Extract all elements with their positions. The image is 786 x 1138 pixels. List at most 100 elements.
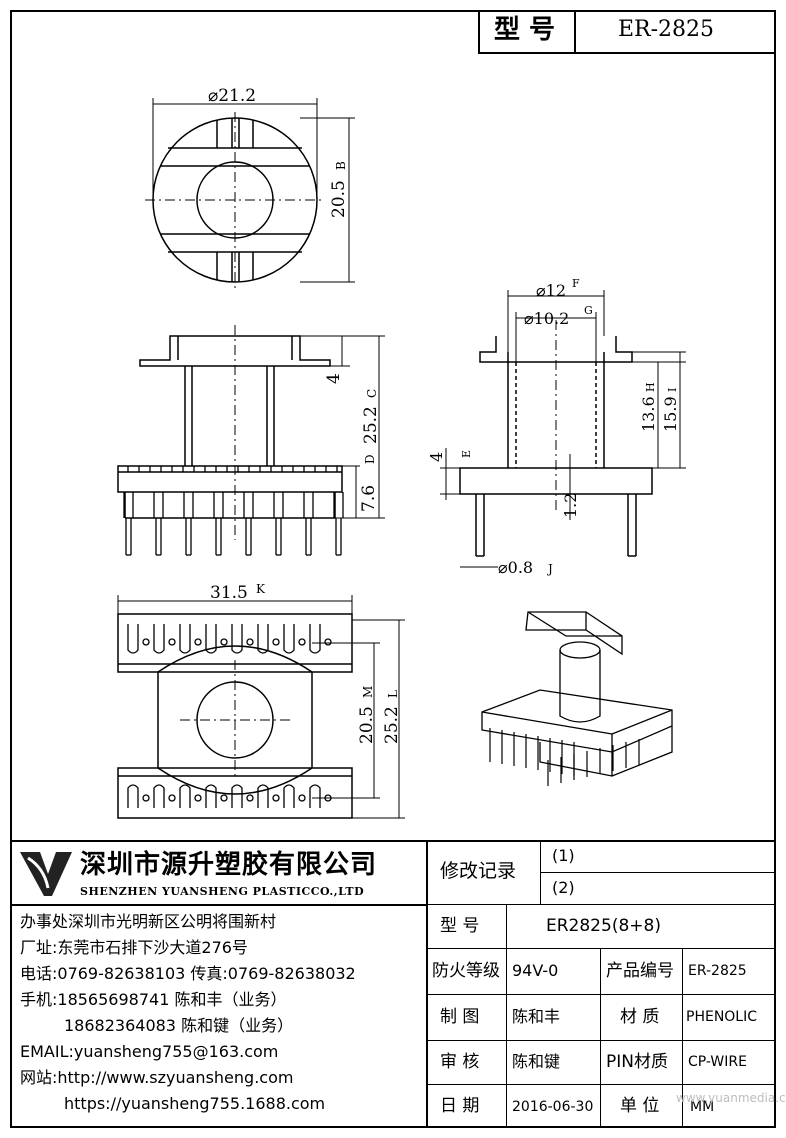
slot-bottom: [231, 784, 243, 808]
dim-sec-d2: ⌀10.2: [524, 309, 569, 328]
slot-top: [257, 624, 269, 654]
dim-side-h2: 25.2: [361, 406, 381, 444]
pin-hole-bottom: [194, 794, 202, 802]
website-1[interactable]: 网站:http://www.szyuansheng.com: [20, 1068, 294, 1087]
pin-hole-bottom: [220, 794, 228, 802]
pin-hole-bottom: [142, 794, 150, 802]
dim-sec-h4: 1.2: [561, 493, 580, 518]
company-name-cn: 深圳市源升塑胶有限公司: [80, 850, 378, 880]
dim-top-dia: ⌀21.2: [208, 86, 256, 106]
pin-hole-bottom: [324, 794, 332, 802]
slot-top: [153, 624, 165, 654]
table-model-label: 型 号: [440, 916, 480, 936]
slot-bottom: [309, 784, 321, 808]
bottom-view: [117, 595, 405, 819]
dim-sec-h3-mark: E: [460, 450, 473, 458]
unit-label: 单 位: [620, 1096, 660, 1116]
front-pins: [123, 466, 344, 556]
bottom-slots: [127, 624, 332, 808]
slot-bottom: [127, 784, 139, 808]
date-label: 日 期: [440, 1096, 480, 1116]
dim-pin-dia: ⌀0.8: [498, 558, 533, 577]
drawn-by-label: 制 图: [440, 1007, 480, 1027]
dim-bot-h2-mark: L: [386, 690, 400, 698]
checked-by-label: 审 核: [440, 1052, 480, 1072]
company-logo: [20, 852, 72, 896]
fire-rating-label: 防火等级: [432, 961, 500, 981]
pin-material-value: CP-WIRE: [688, 1054, 747, 1070]
dim-side-h1: 4: [324, 373, 344, 384]
dim-top-h-mark: B: [334, 161, 348, 170]
slot-top: [309, 624, 321, 654]
pin-hole-top: [220, 638, 228, 646]
pin-hole-top: [246, 638, 254, 646]
dim-sec-h1: 13.6: [639, 396, 658, 432]
slot-bottom: [257, 784, 269, 808]
isometric-view: [481, 611, 673, 777]
pin-hole-top: [324, 638, 332, 646]
mobile-1: 手机:18565698741 陈和丰（业务）: [20, 990, 287, 1009]
slot-top: [231, 624, 243, 654]
title-block: [478, 10, 776, 54]
slot-bottom: [283, 784, 295, 808]
dim-sec-h2: 15.9: [661, 396, 680, 432]
slot-bottom: [153, 784, 165, 808]
pin-hole-top: [298, 638, 306, 646]
pin-hole-bottom: [298, 794, 306, 802]
slot-bottom: [179, 784, 191, 808]
factory-address: 厂址:东莞市石排下沙大道276号: [20, 938, 248, 957]
pin-hole-top: [168, 638, 176, 646]
iso-pins: [489, 728, 640, 786]
pin-material-label: PIN材质: [606, 1052, 668, 1072]
dim-top-h: 20.5: [329, 180, 349, 218]
model-label: 型 号: [494, 15, 556, 45]
date-value: 2016-06-30: [512, 1099, 594, 1115]
dim-side-h3-mark: D: [363, 454, 377, 464]
pin-hole-top: [142, 638, 150, 646]
revision-label: 修改记录: [440, 860, 517, 882]
dim-pin-dia-mark: J: [546, 562, 553, 576]
slot-bottom: [205, 784, 217, 808]
dim-sec-h2-mark: I: [666, 388, 679, 392]
office-address: 办事处深圳市光明新区公明将围新村: [20, 912, 277, 931]
revision-1: (1): [552, 846, 575, 865]
table-model-value: ER2825(8+8): [546, 916, 661, 936]
watermark: www.yuanmedia.com: [676, 1091, 786, 1105]
section-view: [440, 290, 686, 568]
material-value: PHENOLIC: [686, 1009, 758, 1025]
pin-hole-top: [194, 638, 202, 646]
dim-sec-d1: ⌀12: [536, 281, 566, 300]
pin-hole-bottom: [168, 794, 176, 802]
phone-fax: 电话:0769-82638103 传真:0769-82638032: [20, 964, 356, 983]
pin-hole-top: [272, 638, 280, 646]
front-view: [117, 325, 385, 540]
slot-top: [179, 624, 191, 654]
pin-hole-bottom: [272, 794, 280, 802]
dim-bot-w: 31.5: [210, 583, 248, 603]
email[interactable]: EMAIL:yuansheng755@163.com: [20, 1042, 279, 1061]
technical-drawing: ⌀21.2 20.5 B 4 25.2 C 7.6 D ⌀12 F ⌀10.2 …: [117, 86, 686, 819]
dim-bot-w-mark: K: [256, 582, 266, 596]
slot-top: [283, 624, 295, 654]
company-name-en: SHENZHEN YUANSHENG PLASTICCO.,LTD: [80, 885, 365, 898]
slot-top: [205, 624, 217, 654]
slot-top: [127, 624, 139, 654]
product-code-label: 产品编号: [606, 961, 674, 981]
unit-value: MM: [690, 1099, 715, 1115]
website-2[interactable]: https://yuansheng755.1688.com: [64, 1094, 326, 1113]
product-code-value: ER-2825: [688, 963, 747, 979]
dim-sec-d2-mark: G: [584, 304, 593, 317]
drawing-sheet: [10, 10, 776, 1128]
dim-side-h3: 7.6: [359, 485, 379, 512]
dim-sec-h1-mark: H: [644, 382, 657, 392]
model-value: ER-2825: [618, 17, 715, 42]
dim-sec-h3: 4: [427, 452, 446, 462]
dim-side-h2-mark: C: [365, 389, 379, 398]
dim-bot-h1: 20.5: [357, 706, 377, 744]
material-label: 材 质: [620, 1007, 660, 1027]
revision-2: (2): [552, 878, 575, 897]
dim-sec-d1-mark: F: [572, 277, 580, 290]
pin-hole-bottom: [246, 794, 254, 802]
drawn-by-value: 陈和丰: [512, 1007, 561, 1026]
dim-bot-h2: 25.2: [382, 706, 402, 744]
